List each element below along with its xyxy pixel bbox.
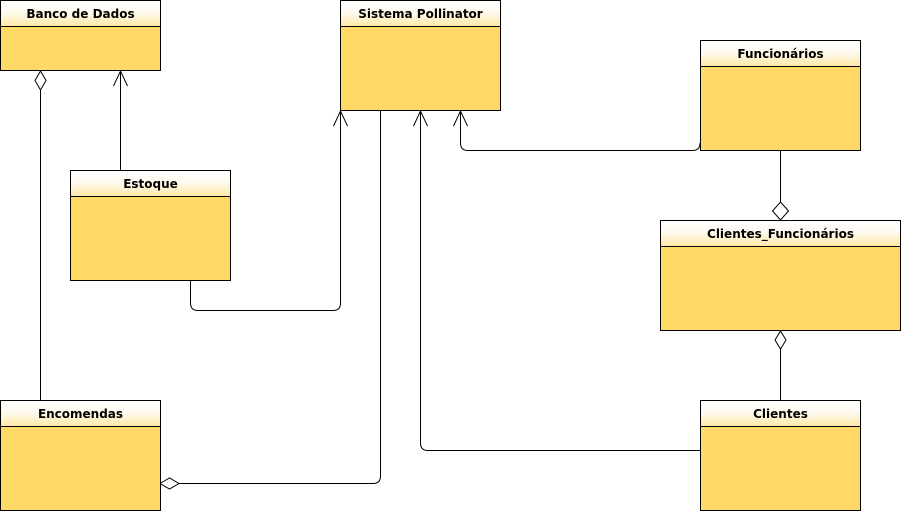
class-title: Estoque bbox=[71, 171, 230, 197]
aggregation-diamond-banco bbox=[34, 70, 47, 91]
class-clientes-funcionarios[interactable]: Clientes_Funcionários bbox=[660, 220, 901, 331]
class-sistema-pollinator[interactable]: Sistema Pollinator bbox=[340, 0, 501, 111]
arrowhead-sistema-right bbox=[453, 109, 468, 127]
class-clientes[interactable]: Clientes bbox=[700, 400, 861, 511]
class-title: Clientes bbox=[701, 401, 860, 427]
class-title: Encomendas bbox=[1, 401, 160, 427]
connector-funcionarios-sistema bbox=[460, 111, 701, 151]
arrowhead-sistema-middle bbox=[413, 109, 428, 127]
connector-sistema-encomendas bbox=[179, 111, 381, 484]
arrowhead-sistema-left bbox=[333, 109, 348, 127]
class-funcionarios[interactable]: Funcionários bbox=[700, 40, 861, 151]
class-encomendas[interactable]: Encomendas bbox=[0, 400, 161, 511]
class-title: Banco de Dados bbox=[1, 1, 160, 27]
class-title: Funcionários bbox=[701, 41, 860, 67]
arrowhead-banco-de-dados bbox=[113, 69, 128, 87]
aggregation-diamond-clientes-func-bottom bbox=[774, 330, 787, 350]
class-banco-de-dados[interactable]: Banco de Dados bbox=[0, 0, 161, 71]
connector-clientes-sistema bbox=[420, 111, 700, 451]
class-title: Clientes_Funcionários bbox=[661, 221, 900, 247]
connector-estoque-sistema bbox=[190, 111, 341, 311]
aggregation-diamond-clientes-func-top bbox=[771, 201, 790, 221]
class-title: Sistema Pollinator bbox=[341, 1, 500, 27]
aggregation-diamond-encomendas bbox=[159, 477, 180, 490]
class-estoque[interactable]: Estoque bbox=[70, 170, 231, 281]
